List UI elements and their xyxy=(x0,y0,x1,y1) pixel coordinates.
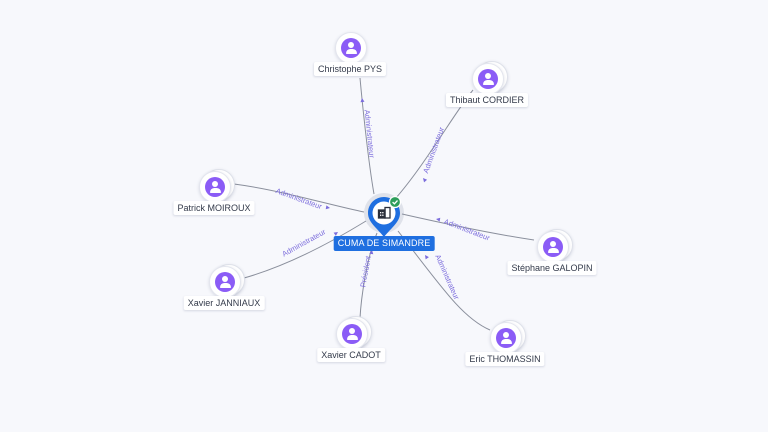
edge-arrow-icon xyxy=(436,217,441,222)
edge-christophe-pys xyxy=(359,77,375,195)
edge-arrow-icon xyxy=(325,205,330,210)
person-icon xyxy=(543,237,563,257)
edge-arrow-icon xyxy=(333,232,338,236)
edge-stephane-galopin xyxy=(401,213,535,241)
person-avatar xyxy=(472,63,504,95)
person-name-label[interactable]: Stéphane GALOPIN xyxy=(507,261,597,275)
edge-role-label: Administrateur xyxy=(421,125,446,174)
person-icon xyxy=(205,177,225,197)
person-icon xyxy=(342,324,362,344)
person-avatar xyxy=(335,32,367,64)
person-name-label[interactable]: Thibaut CORDIER xyxy=(445,93,529,107)
person-avatar xyxy=(336,318,368,350)
person-name-label[interactable]: Eric THOMASSIN xyxy=(465,352,545,366)
edge-arrow-icon xyxy=(360,98,365,103)
edge-role-label: Administrateur xyxy=(280,227,327,259)
company-name-label[interactable]: CUMA DE SIMANDRE xyxy=(333,236,435,251)
person-name-label[interactable]: Xavier JANNIAUX xyxy=(183,296,265,310)
person-name-label[interactable]: Patrick MOIROUX xyxy=(173,201,255,215)
edge-patrick-moiroux xyxy=(233,183,365,213)
edge-role-label: Président xyxy=(358,254,373,288)
edge-arrow-icon xyxy=(423,178,428,183)
person-icon xyxy=(215,272,235,292)
edge-arrow-icon xyxy=(425,255,429,260)
person-name-label[interactable]: Xavier CADOT xyxy=(317,348,385,362)
verified-check-icon xyxy=(388,195,402,209)
company-node[interactable] xyxy=(366,195,402,239)
person-icon xyxy=(478,69,498,89)
person-icon xyxy=(341,38,361,58)
person-icon xyxy=(496,328,516,348)
edge-xavier-janniaux xyxy=(243,220,367,279)
edge-role-label: Administrateur xyxy=(275,186,324,211)
edge-role-label: Administrateur xyxy=(362,109,376,159)
person-avatar xyxy=(537,231,569,263)
person-avatar xyxy=(209,266,241,298)
edge-arrow-icon xyxy=(369,250,374,255)
person-name-label[interactable]: Christophe PYS xyxy=(313,62,387,76)
person-avatar xyxy=(490,322,522,354)
person-avatar xyxy=(199,171,231,203)
edge-role-label: Administrateur xyxy=(443,217,492,243)
building-icon xyxy=(377,206,391,219)
